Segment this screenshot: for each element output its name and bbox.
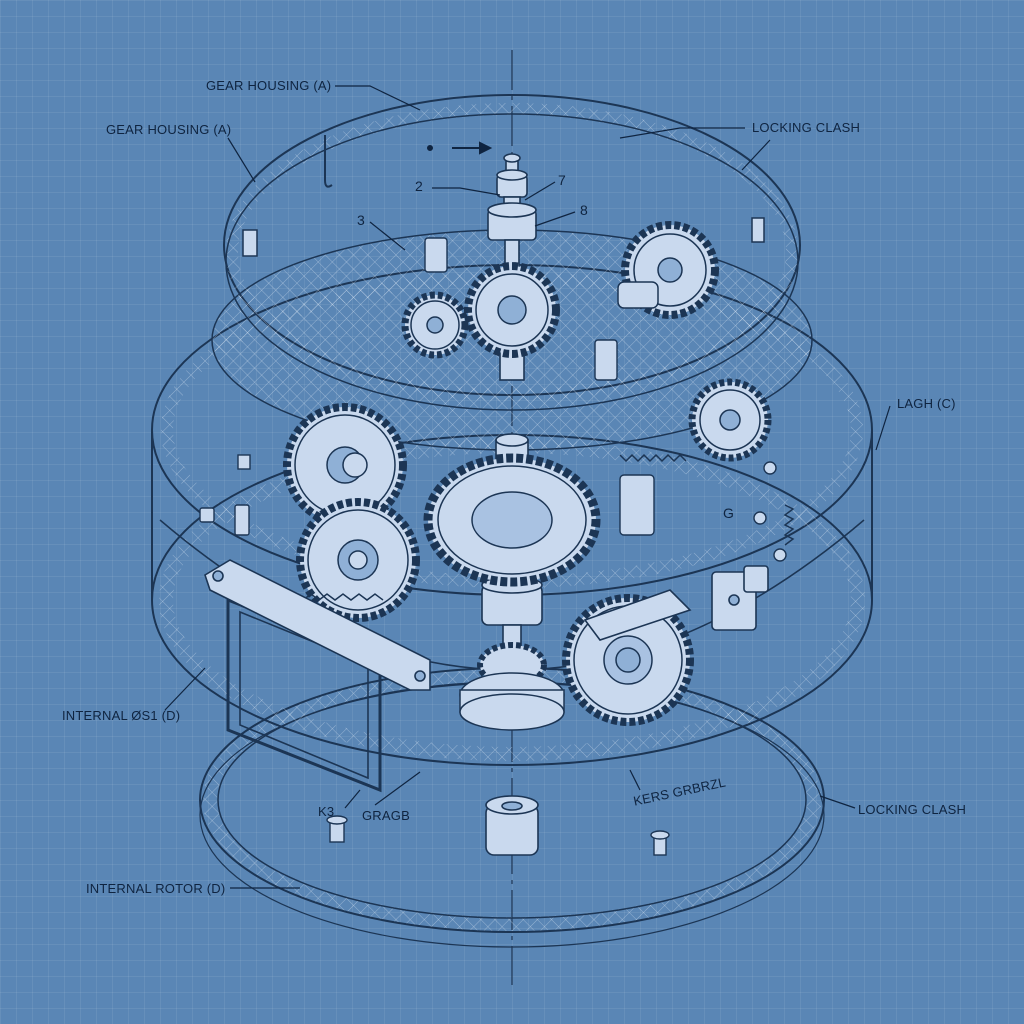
gear-right-mid [688, 378, 772, 462]
gear-left-large [283, 403, 407, 527]
callout-g: G [723, 505, 735, 521]
gear-main-center [423, 453, 601, 587]
right-clamp-block [583, 565, 769, 641]
top-housing-ring [223, 94, 801, 411]
callout-3: 3 [357, 212, 365, 228]
misc-pins [199, 237, 787, 856]
gear-left-lower [296, 498, 420, 622]
direction-arrow [427, 141, 493, 155]
label-locking-clash-top: LOCKING CLASH [752, 120, 861, 135]
callout-k3: K3 [318, 804, 335, 819]
gear-upper-left [401, 291, 469, 359]
spring-right [619, 453, 795, 546]
callout-2: 2 [415, 178, 423, 194]
callout-7: 7 [558, 172, 566, 188]
callout-8: 8 [580, 202, 588, 218]
gear-upper-right [617, 221, 719, 319]
label-locking-clash-bottom: LOCKING CLASH [858, 802, 967, 817]
gear-bottom-pinion [459, 642, 565, 731]
label-gear-housing-a-top: GEAR HOUSING (A) [206, 78, 332, 93]
callout-grabs: GRAGB [362, 808, 410, 823]
leader-lines [164, 85, 891, 889]
left-bracket-frame [204, 559, 431, 793]
label-lagh-c: LAGH (C) [897, 396, 956, 411]
label-internal-d: INTERNAL ØS1 (D) [62, 708, 181, 723]
label-gear-housing-a-left: GEAR HOUSING (A) [106, 122, 232, 137]
label-internal-rotor-d: INTERNAL ROTOR (D) [86, 881, 226, 896]
gear-upper-center [464, 262, 560, 358]
